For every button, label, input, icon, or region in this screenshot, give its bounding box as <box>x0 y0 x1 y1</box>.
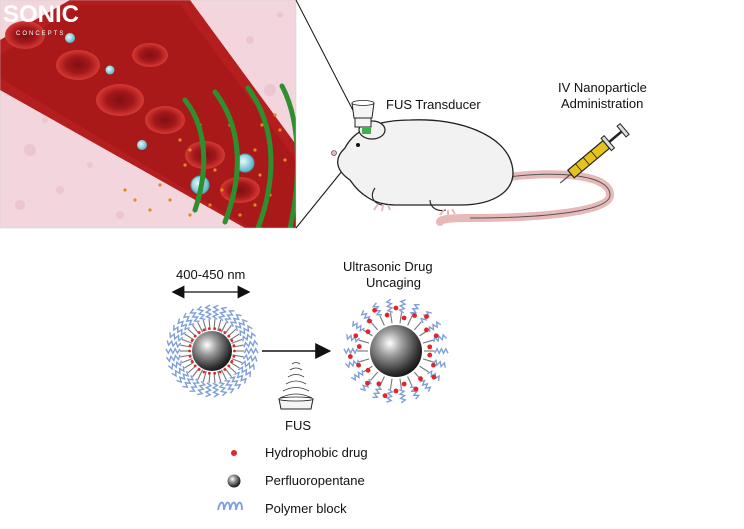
polymer-coil-icon <box>217 501 243 511</box>
nanoparticle-intact <box>165 304 259 398</box>
logo-text: SONIC <box>3 1 79 28</box>
syringe-icon <box>559 122 630 184</box>
vessel-closeup-panel: SONIC CONCEPTS <box>0 0 296 228</box>
fus-label: FUS <box>285 418 311 433</box>
red-blood-cells <box>5 21 260 203</box>
fus-wave-icon <box>278 362 314 410</box>
drug-shell-left <box>188 327 236 375</box>
size-label: 400-450 nm <box>176 267 245 282</box>
logo-subtext: CONCEPTS <box>16 31 65 37</box>
legend-label-polymer: Polymer block <box>265 501 347 516</box>
drug-dots-right <box>347 305 439 399</box>
core-sphere-right <box>370 325 422 377</box>
fus-transducer-icon <box>351 100 375 134</box>
red-dot-icon <box>231 450 237 456</box>
legend-label-drug: Hydrophobic drug <box>265 445 368 460</box>
uncaging-label-line2: Uncaging <box>366 275 421 290</box>
polymer-corona-left <box>165 304 259 398</box>
sonic-concepts-logo: SONIC CONCEPTS <box>3 1 79 37</box>
nanoparticle-uncaged <box>343 298 449 404</box>
legend: Hydrophobic drug Perfluoropentane Polyme… <box>217 445 368 516</box>
zoom-line-top <box>295 0 361 125</box>
iv-admin-label-line2: Administration <box>561 96 643 111</box>
uncaging-label-line1: Ultrasonic Drug <box>343 259 433 274</box>
fus-transducer-label: FUS Transducer <box>386 97 481 112</box>
polymer-corona-right <box>343 298 449 404</box>
released-drug-dots <box>123 113 287 217</box>
grey-sphere-icon <box>227 474 241 488</box>
iv-admin-label-line1: IV Nanoparticle <box>558 80 647 95</box>
legend-label-core: Perfluoropentane <box>265 473 365 488</box>
ultrasound-waves <box>182 83 296 228</box>
core-sphere-left <box>192 331 232 371</box>
